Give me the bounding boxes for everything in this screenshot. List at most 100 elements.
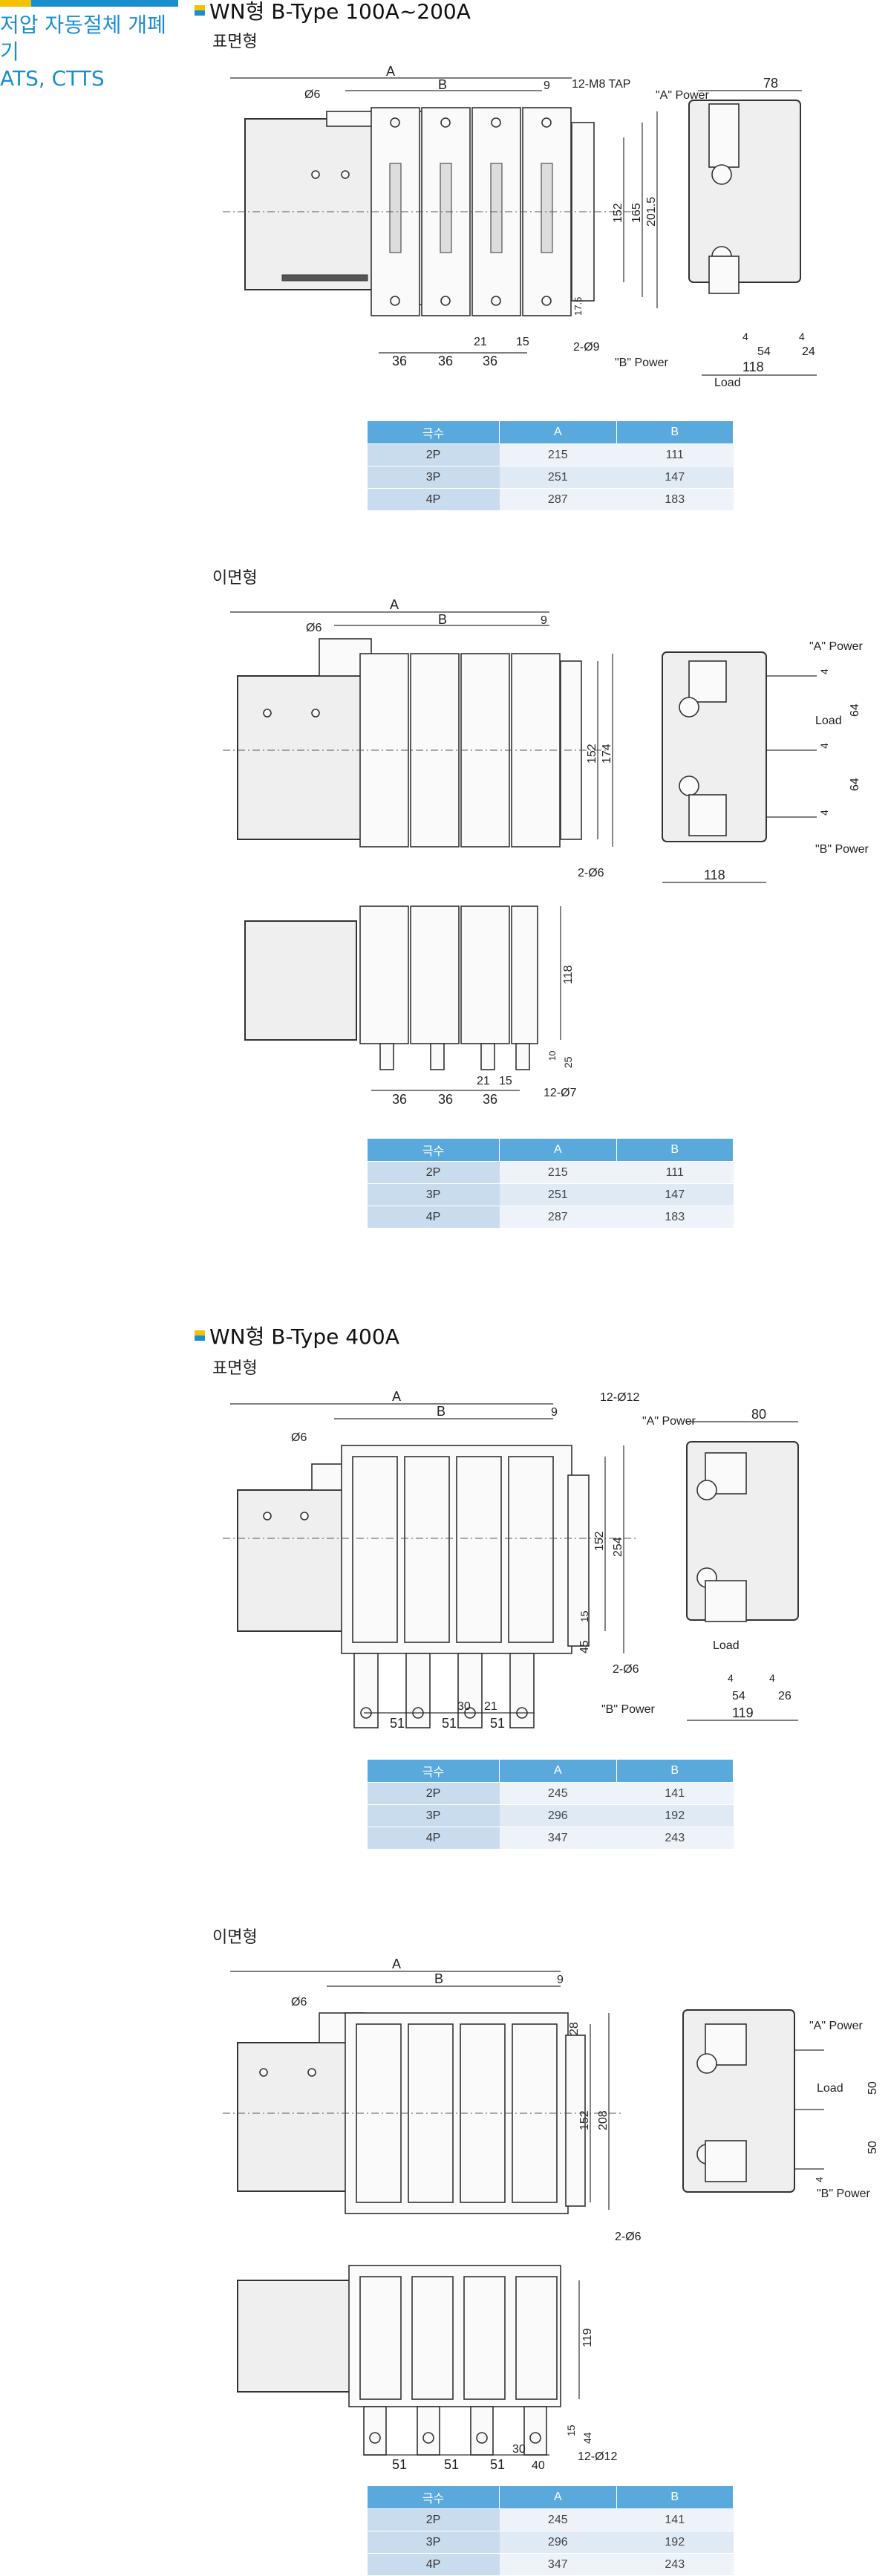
table-cell: 141 <box>616 1782 734 1805</box>
drawing-400a-front: A B 9 Ø6 12-Ø12 152 254 15 45 2-Ø6 51 51… <box>223 1389 799 1731</box>
table-row: 2P 245 141 <box>367 2508 734 2531</box>
dim-phi6: Ø6 <box>306 622 322 634</box>
dim-51b: 51 <box>442 1716 457 1731</box>
label-b-power: "B" Power <box>815 843 869 856</box>
pole-4 <box>508 1456 554 1643</box>
bottom-pole-1 <box>359 2276 402 2400</box>
drawing-100a-rear: A B 9 Ø6 152 174 2-Ø6 "A" Power Load "B"… <box>223 597 869 1107</box>
dim-15: 15 <box>516 336 529 348</box>
table-header-row: 극수 A B <box>366 1759 734 1783</box>
spec-table-400a-rear: 극수 A B 2P 245 141 3P 296 192 4P 347 243 <box>366 2485 734 2576</box>
table-cell: 183 <box>616 1206 734 1229</box>
table-cell: 245 <box>499 2508 617 2531</box>
table-cell: 3P <box>367 1804 500 1827</box>
bus-hole <box>422 2432 434 2444</box>
dim-36b: 36 <box>438 354 453 368</box>
dim-118: 118 <box>742 360 764 374</box>
pole-3 <box>456 1456 502 1643</box>
table-cell: 111 <box>616 443 734 466</box>
sidebar-bar-yellow <box>0 0 31 7</box>
dim-tap: 12-M8 TAP <box>572 78 630 91</box>
table-row: 2P 215 111 <box>367 443 734 466</box>
table-row: 2P 245 141 <box>367 1782 734 1805</box>
table-header: 극수 <box>366 1759 500 1783</box>
dim-30: 30 <box>512 2443 526 2456</box>
table-header: 극수 <box>366 2485 500 2509</box>
dim-118v: 118 <box>562 965 575 984</box>
dim-36c: 36 <box>483 354 497 368</box>
table-cell: 296 <box>499 2531 617 2554</box>
table-cell: 287 <box>499 488 617 511</box>
dim-4a: 4 <box>728 1672 734 1684</box>
side-bracket <box>708 103 740 168</box>
side-view-body <box>688 100 801 283</box>
dim-50b: 50 <box>866 2141 876 2154</box>
dim-hole: 2-Ø6 <box>613 1663 639 1676</box>
dim-25: 25 <box>562 1056 574 1068</box>
side-knob <box>696 2053 717 2074</box>
dim-36b: 36 <box>438 1092 453 1107</box>
dim-174: 174 <box>601 744 613 764</box>
side-knob <box>679 697 699 718</box>
dim-54: 54 <box>757 345 771 358</box>
dim-hole: 2-Ø6 <box>578 867 604 879</box>
table-header-row: 극수 A B <box>366 2485 734 2509</box>
dim-hole: 2-Ø6 <box>615 2231 642 2243</box>
dim-44: 44 <box>581 2432 593 2444</box>
bus-hole <box>476 2432 488 2444</box>
table-cell: 183 <box>616 488 734 511</box>
pole-window <box>389 163 402 253</box>
sidebar-top-bar <box>0 0 178 7</box>
bottom-pole-2 <box>411 2276 454 2400</box>
bottom-motor <box>244 920 357 1041</box>
bottom-pole-3 <box>463 2276 506 2400</box>
dim-50a: 50 <box>866 2081 876 2095</box>
motor-housing <box>244 118 379 290</box>
table-row: 3P 251 147 <box>367 466 734 489</box>
table-cell: 243 <box>616 1827 734 1850</box>
table-cell: 2P <box>367 1782 500 1805</box>
pole-window <box>490 163 503 253</box>
dim-4a: 4 <box>742 331 748 342</box>
mount-hole <box>263 1512 272 1520</box>
label-load: Load <box>714 377 741 386</box>
label-load: Load <box>713 1639 740 1652</box>
label-load: Load <box>815 715 842 727</box>
table-cell: 111 <box>616 1161 734 1184</box>
label-a-power: "A" Power <box>809 640 864 653</box>
side-bracket <box>708 256 740 294</box>
table-cell: 296 <box>499 1804 617 1827</box>
dim-21: 21 <box>474 336 487 348</box>
dim-4c: 4 <box>818 810 830 816</box>
table-cell: 4P <box>367 488 500 511</box>
dim-tap: 12-Ø12 <box>600 1391 639 1404</box>
bottom-pole-1 <box>359 905 409 1044</box>
dim-26: 26 <box>778 1690 792 1702</box>
side-knob <box>711 164 732 185</box>
table-cell: 347 <box>499 2553 617 2576</box>
dim-165: 165 <box>630 203 643 223</box>
mount-hole <box>311 709 320 718</box>
table-cell: 347 <box>499 1827 617 1850</box>
dim-45: 45 <box>578 1640 591 1653</box>
table-row: 4P 347 243 <box>367 2553 734 2576</box>
terminal <box>541 117 552 128</box>
dim-30: 30 <box>457 1700 471 1713</box>
table-cell: 251 <box>499 466 617 489</box>
dim-4b: 4 <box>818 743 830 749</box>
mount-hole <box>263 709 272 718</box>
label-b-power: "B" Power <box>817 2188 871 2200</box>
dim-36a: 36 <box>392 354 407 368</box>
dim-24: 24 <box>802 345 815 358</box>
bottom-terminal <box>515 1043 530 1070</box>
table-row: 3P 296 192 <box>367 1804 734 1827</box>
side-bracket <box>688 794 727 836</box>
terminal <box>440 296 451 306</box>
dim-64a: 64 <box>849 703 861 717</box>
spec-table-100a-rear: 극수 A B 2P 215 111 3P 251 147 4P 287 183 <box>366 1138 734 1229</box>
table-header: B <box>616 420 734 444</box>
bottom-terminal <box>379 1043 394 1070</box>
dim-21: 21 <box>477 1075 490 1087</box>
dim-9: 9 <box>551 1406 558 1419</box>
table-cell: 3P <box>367 2531 500 2554</box>
